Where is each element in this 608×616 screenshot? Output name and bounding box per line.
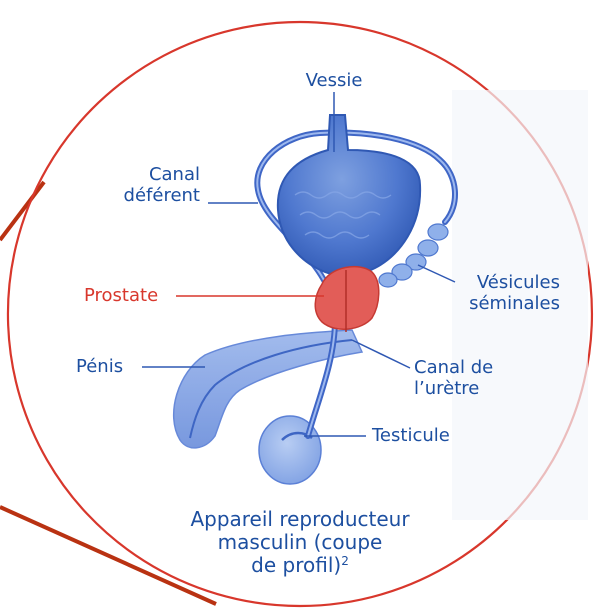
caption-line3-text: de profil) bbox=[251, 553, 341, 577]
label-canal-uretre-line2: l’urètre bbox=[414, 378, 493, 399]
label-canal-uretre-line1: Canal de bbox=[414, 357, 493, 378]
label-vesicules-line1: Vésicules bbox=[440, 272, 560, 293]
caption-superscript: 2 bbox=[341, 554, 349, 568]
connector-line-top bbox=[0, 182, 44, 240]
label-canal-deferent: Canal déférent bbox=[80, 164, 200, 206]
label-canal-deferent-line1: Canal bbox=[80, 164, 200, 185]
leader-canal-uretre bbox=[352, 340, 410, 368]
label-testicule: Testicule bbox=[372, 425, 450, 446]
caption-line1: Appareil reproducteur bbox=[150, 508, 450, 531]
label-vessie: Vessie bbox=[294, 70, 374, 91]
caption-line2: masculin (coupe bbox=[150, 531, 450, 554]
label-prostate: Prostate bbox=[84, 285, 158, 306]
label-canal-deferent-line2: déférent bbox=[80, 185, 200, 206]
label-vesicules-line2: séminales bbox=[440, 293, 560, 314]
caption-line3: de profil)2 bbox=[150, 554, 450, 577]
label-penis: Pénis bbox=[76, 356, 123, 377]
label-vesicules: Vésicules séminales bbox=[440, 272, 560, 314]
figure-caption: Appareil reproducteur masculin (coupe de… bbox=[150, 508, 450, 577]
label-canal-uretre: Canal de l’urètre bbox=[414, 357, 493, 399]
